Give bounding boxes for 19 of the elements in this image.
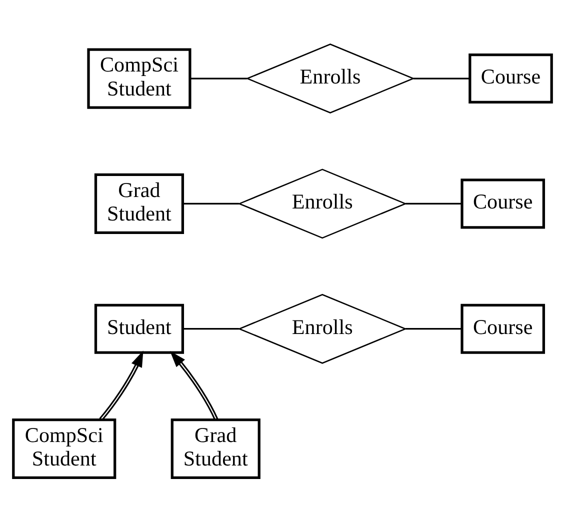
connector xyxy=(182,202,239,204)
arrow xyxy=(170,350,218,420)
connector xyxy=(190,77,247,79)
node-box: Grad Student xyxy=(170,418,260,479)
node-box: CompSci Student xyxy=(12,418,116,479)
node-box: CompSci Student xyxy=(87,48,192,108)
node-diamond: Enrolls xyxy=(246,43,415,113)
arrow xyxy=(99,350,144,420)
node-box: Student xyxy=(94,303,184,354)
node-box: Course xyxy=(460,178,546,228)
node-diamond: Enrolls xyxy=(238,168,408,238)
connector xyxy=(406,202,462,204)
node-diamond: Enrolls xyxy=(238,293,408,364)
node-box: Course xyxy=(468,53,553,104)
node-box: Grad Student xyxy=(94,172,184,234)
node-box: Course xyxy=(460,303,546,354)
connector xyxy=(182,328,239,330)
connector xyxy=(413,77,470,79)
connector xyxy=(406,328,462,330)
